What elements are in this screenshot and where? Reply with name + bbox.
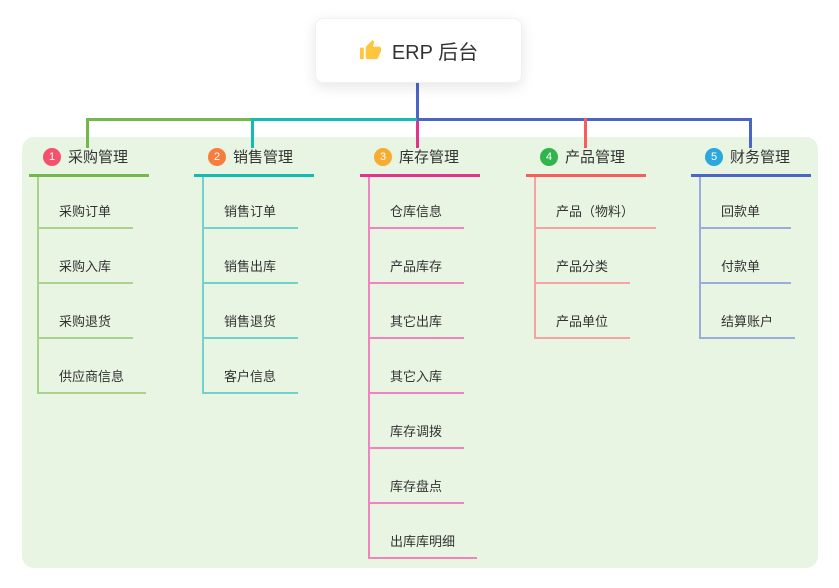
branch-badge-2: 2	[208, 147, 226, 166]
branch-badge-4: 4	[540, 147, 558, 166]
node-item[interactable]: 产品库存	[370, 229, 465, 284]
node-item[interactable]: 客户信息	[204, 339, 299, 394]
node-item[interactable]: 回款单	[701, 177, 791, 229]
node-item-label: 其它入库	[390, 369, 443, 384]
branch-title-product-management[interactable]: 4 产品管理	[526, 146, 646, 177]
node-item[interactable]: 其它入库	[370, 339, 465, 394]
thumbs-up-icon	[359, 39, 381, 60]
node-item-label: 采购退货	[59, 314, 112, 329]
branch-badge-1: 1	[43, 147, 61, 166]
node-item-label: 产品（物料）	[556, 204, 635, 219]
node-item-label: 付款单	[721, 259, 761, 274]
connector-drop-sales	[251, 118, 254, 148]
branch-title-sales-management[interactable]: 2 销售管理	[194, 146, 314, 177]
node-item-label: 回款单	[721, 204, 761, 219]
node-item-label: 产品库存	[390, 259, 443, 274]
node-item[interactable]: 仓库信息	[370, 177, 465, 229]
node-item[interactable]: 产品（物料）	[536, 177, 657, 229]
node-item[interactable]: 出库库明细	[370, 504, 478, 559]
node-item[interactable]: 销售出库	[204, 229, 299, 284]
node-item[interactable]: 产品单位	[536, 284, 631, 339]
connector-drop-purchase	[86, 118, 89, 148]
node-item-label: 出库库明细	[390, 534, 456, 549]
node-item-label: 采购入库	[59, 259, 112, 274]
root-label: ERP 后台	[391, 42, 479, 64]
branch-badge-3: 3	[374, 147, 392, 166]
root-node-erp[interactable]: ERP 后台	[315, 18, 522, 83]
branch-badge-5: 5	[705, 147, 723, 166]
node-item-label: 产品单位	[556, 314, 609, 329]
node-item[interactable]: 付款单	[701, 229, 791, 284]
node-item-label: 其它出库	[390, 314, 443, 329]
branches-panel	[22, 137, 818, 568]
node-item-label: 销售退货	[224, 314, 277, 329]
node-item-label: 客户信息	[224, 369, 277, 384]
branch-title-purchase-management[interactable]: 1 采购管理	[29, 146, 149, 177]
branch-label: 库存管理	[399, 149, 460, 166]
branch-items-inventory: 仓库信息 产品库存 其它出库 其它入库 库存调拨 库存盘点 出库库明细	[368, 177, 478, 559]
branch-items-product: 产品（物料） 产品分类 产品单位	[534, 177, 657, 339]
node-item[interactable]: 其它出库	[370, 284, 465, 339]
node-item[interactable]: 采购入库	[39, 229, 134, 284]
branch-title-inventory-management[interactable]: 3 库存管理	[360, 146, 480, 177]
branch-label: 采购管理	[68, 149, 129, 166]
node-item[interactable]: 库存盘点	[370, 449, 465, 504]
branch-items-purchase: 采购订单 采购入库 采购退货 供应商信息	[37, 177, 147, 394]
branch-label: 财务管理	[730, 149, 791, 166]
connector-horizontal-teal	[253, 118, 417, 121]
branch-title-finance-management[interactable]: 5 财务管理	[691, 146, 811, 177]
connector-drop-inventory	[416, 121, 419, 148]
branch-label: 销售管理	[233, 149, 294, 166]
node-item-label: 结算账户	[721, 314, 774, 329]
connector-horizontal-green	[86, 118, 253, 121]
node-item[interactable]: 库存调拨	[370, 394, 465, 449]
node-item[interactable]: 结算账户	[701, 284, 796, 339]
node-item-label: 仓库信息	[390, 204, 443, 219]
node-item-label: 销售出库	[224, 259, 277, 274]
node-item-label: 库存调拨	[390, 424, 443, 439]
node-item[interactable]: 供应商信息	[39, 339, 147, 394]
node-item[interactable]: 产品分类	[536, 229, 631, 284]
node-item-label: 产品分类	[556, 259, 609, 274]
node-item-label: 采购订单	[59, 204, 112, 219]
node-item[interactable]: 销售订单	[204, 177, 299, 229]
branch-items-finance: 回款单 付款单 结算账户	[699, 177, 796, 339]
node-item[interactable]: 采购退货	[39, 284, 134, 339]
node-item-label: 库存盘点	[390, 479, 443, 494]
branch-items-sales: 销售订单 销售出库 销售退货 客户信息	[202, 177, 299, 394]
node-item-label: 供应商信息	[59, 369, 125, 384]
node-item-label: 销售订单	[224, 204, 277, 219]
node-item[interactable]: 销售退货	[204, 284, 299, 339]
node-item[interactable]: 采购订单	[39, 177, 134, 229]
branch-label: 产品管理	[565, 149, 626, 166]
connector-drop-product	[584, 118, 587, 148]
connector-root-line	[416, 83, 419, 119]
connector-drop-finance	[749, 118, 752, 148]
